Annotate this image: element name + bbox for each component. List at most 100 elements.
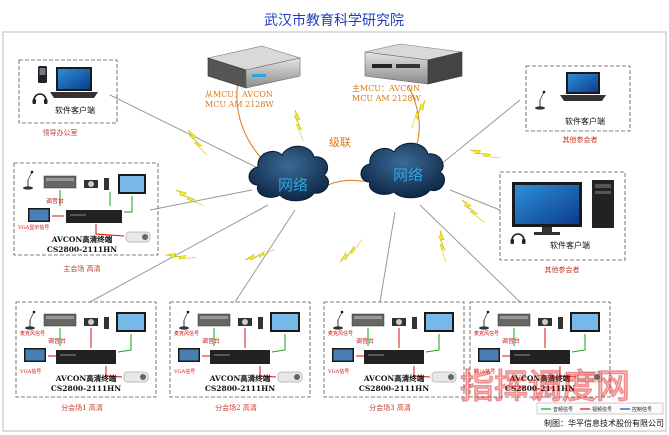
terminal-device-icon — [56, 350, 116, 364]
slave-mcu-label-1: 从MCU：AVCON — [205, 90, 273, 99]
cascade-label: 级联 — [329, 136, 351, 149]
participant-laptop-box — [525, 65, 631, 132]
page-title: 武汉市教育科学研究院 — [264, 12, 404, 29]
master-mcu-label-2: MCU AM 2128W — [352, 94, 421, 103]
terminal-label-2: CS2800-2111HN — [359, 384, 429, 393]
legend-item-video: 视频信号 — [580, 406, 612, 413]
tuner-label: 调音台 — [502, 337, 520, 345]
svg-text:音频信号: 音频信号 — [553, 406, 573, 413]
branch-venue-1: 调音台VGA信号麦克风信号AVCON高清终端CS2800-2111HN分会场1 … — [15, 301, 157, 412]
svg-text:控制信号: 控制信号 — [632, 406, 652, 413]
vga-signal-label: VGA信号 — [173, 368, 195, 375]
phone-icon — [38, 66, 47, 83]
branch-venue-caption: 分会场3 高清 — [369, 403, 411, 412]
tuner-label: 调音台 — [202, 337, 220, 345]
monitor-icon — [512, 182, 582, 235]
video-signal-line — [259, 366, 277, 378]
legend-box — [536, 402, 664, 415]
terminal-label-1: AVCON高清终端 — [509, 373, 571, 383]
participant-laptop-caption: 其他参会者 — [563, 135, 598, 144]
audio-signal-line — [571, 334, 586, 353]
cloud-label-left: 网络 — [278, 176, 308, 194]
mic-icon — [24, 310, 36, 331]
participant-laptop-label: 软件客户端 — [565, 116, 605, 126]
mic-icon — [332, 310, 344, 331]
branch-venue-box — [169, 301, 311, 398]
video-signal-line — [559, 366, 577, 378]
branch-venue-box — [15, 301, 157, 398]
vga-signal-label: VGA信号 — [327, 368, 349, 375]
branch-venue-box — [469, 301, 611, 398]
branch-venues: 调音台VGA信号麦克风信号AVCON高清终端CS2800-2111HN分会场1 … — [15, 301, 611, 412]
participant-desktop-caption: 其他参会者 — [545, 265, 580, 274]
lightning-bolts — [164, 99, 501, 271]
speaker-icon — [104, 317, 109, 329]
network-cloud-left — [248, 145, 329, 202]
terminal-device-icon — [210, 350, 270, 364]
watermark: 指挥调度网 — [460, 367, 630, 407]
main-venue-caption: 主会场 高清 — [63, 264, 100, 273]
branch-venue-caption: 分会场2 高清 — [215, 403, 257, 412]
speaker-icon — [558, 317, 563, 329]
legend-item-control: 控制信号 — [620, 406, 652, 413]
leader-office-caption: 领导办公室 — [43, 128, 78, 137]
laptop-icon — [50, 67, 98, 98]
main-venue-tuner-label: 调音台 — [46, 197, 64, 205]
terminal-label-1: AVCON高清终端 — [55, 373, 117, 383]
vga-signal-label: VGA信号 — [473, 368, 495, 375]
tuner-label: 调音台 — [48, 337, 66, 345]
headset-icon — [509, 233, 527, 245]
terminal-label-1: AVCON高清终端 — [209, 373, 271, 383]
mixer-icon — [497, 313, 531, 327]
video-signal-line — [413, 366, 431, 378]
mic-signal-label: 麦克风信号 — [474, 330, 499, 337]
participant-desktop-label: 软件客户端 — [550, 240, 590, 250]
mixer-icon — [197, 313, 231, 327]
headset-icon — [31, 93, 49, 105]
legend-item-audio: 音频信号 — [541, 406, 573, 413]
terminal-device-icon — [510, 350, 570, 364]
terminal-label-1: AVCON高清终端 — [363, 373, 425, 383]
pc-tower-icon — [592, 180, 614, 228]
mic-signal-label: 麦克风信号 — [328, 330, 353, 337]
mic-icon — [478, 310, 490, 331]
participant-desktop-box — [499, 171, 626, 261]
audio-signal-line — [271, 334, 286, 353]
svg-text:视频信号: 视频信号 — [592, 406, 612, 413]
terminal-label-2: CS2800-2111HN — [205, 384, 275, 393]
mixer-icon — [43, 313, 77, 327]
slave-mcu-server — [206, 45, 302, 89]
mixer-icon — [351, 313, 385, 327]
audio-signal-line — [117, 334, 132, 353]
main-venue-equipment — [22, 170, 151, 243]
vga-signal-label: VGA信号 — [19, 368, 41, 375]
speaker-icon — [258, 317, 263, 329]
cloud-label-right: 网络 — [393, 166, 423, 184]
tuner-label: 调音台 — [356, 337, 374, 345]
leader-office-box — [18, 59, 118, 124]
outer-frame — [2, 31, 667, 432]
laptop-icon — [560, 72, 606, 101]
master-mcu-server — [364, 43, 463, 85]
credit-text: 制图：华平信息技术股份有限公司 — [544, 418, 664, 428]
main-venue-box — [13, 162, 159, 256]
branch-venue-box — [323, 301, 465, 398]
mic-signal-label: 麦克风信号 — [174, 330, 199, 337]
master-mcu-label-1: 主MCU：AVCON — [352, 83, 420, 93]
terminal-device-icon — [364, 350, 424, 364]
network-cloud-right — [360, 142, 445, 199]
video-signal-line — [105, 366, 123, 378]
mic-icon — [178, 310, 190, 331]
audio-signal-line — [425, 334, 440, 353]
mic-signal-label: 麦克风信号 — [20, 330, 45, 337]
branch-venue-caption: 分会场1 高清 — [61, 403, 103, 412]
main-venue-vga-display-label: VGA显示信号 — [17, 224, 49, 231]
leader-client-label: 软件客户端 — [55, 105, 95, 115]
terminal-label-2: CS2800-2111HN — [505, 384, 575, 393]
slave-mcu-label-2: MCU AM 2128W — [205, 100, 274, 109]
speaker-icon — [412, 317, 417, 329]
